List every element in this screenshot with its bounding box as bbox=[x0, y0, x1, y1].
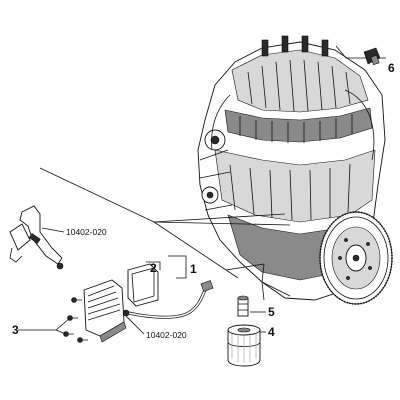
nipple-part-5 bbox=[237, 295, 249, 317]
coolant-hose-upper bbox=[9, 205, 64, 270]
coolant-pipe-lower bbox=[122, 280, 214, 319]
callout-4: 4 bbox=[268, 325, 275, 339]
callout-6: 6 bbox=[388, 61, 395, 75]
reference-code-lower: 10402-020 bbox=[146, 330, 187, 340]
oil-filter-housing bbox=[83, 279, 127, 343]
leader-lines bbox=[18, 45, 386, 335]
callout-3: 3 bbox=[12, 323, 19, 337]
reference-code-upper: 10402-020 bbox=[66, 227, 107, 237]
flywheel bbox=[319, 211, 393, 305]
gasket-part-2 bbox=[127, 263, 159, 307]
oil-filter-part-4 bbox=[227, 324, 261, 367]
callout-5: 5 bbox=[268, 305, 275, 319]
callout-1: 1 bbox=[190, 262, 197, 276]
callout-2: 2 bbox=[150, 261, 157, 275]
sensor-part-6 bbox=[363, 47, 381, 66]
